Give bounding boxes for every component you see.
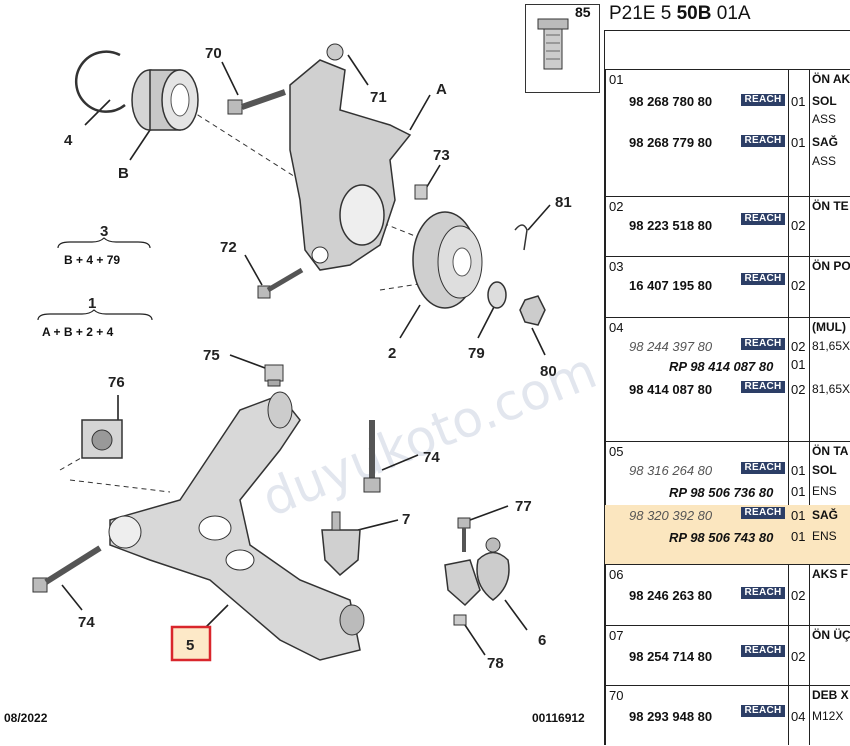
callout-75: 75	[203, 347, 220, 364]
nut-78-part	[453, 614, 467, 626]
bolt-77-part	[457, 517, 471, 552]
reach-badge: REACH	[741, 587, 785, 599]
control-arm-part	[109, 394, 361, 661]
split-pin-part	[514, 224, 528, 251]
reach-badge: REACH	[741, 94, 785, 106]
wheel-hub-part	[412, 211, 483, 309]
reach-badge: REACH	[741, 462, 785, 474]
callout-70: 70	[205, 45, 222, 62]
callout-78: 78	[487, 655, 504, 672]
bolt-70-part	[227, 89, 286, 115]
callout-80: 80	[540, 363, 557, 380]
part-85-label: 85	[575, 4, 591, 20]
reach-badge: REACH	[741, 645, 785, 657]
callout-72: 72	[220, 239, 237, 256]
callout-74-left: 74	[78, 614, 95, 631]
ball-joint-part	[444, 537, 510, 607]
svg-text:1: 1	[88, 295, 96, 312]
formula-1-expression: A + B + 2 + 4	[42, 325, 114, 339]
leader-lines	[61, 54, 551, 656]
formula-3: 3 B + 4 + 79	[57, 223, 151, 267]
wheel-bearing-part	[131, 69, 199, 131]
callout-5: 5	[186, 637, 194, 654]
parts-table: 01 ÖN AK 98 268 780 80 REACH 01 SOL ASS …	[604, 30, 850, 745]
rivet-nut-icon	[537, 18, 569, 70]
callout-81: 81	[555, 194, 572, 211]
hub-nut-80-part	[519, 295, 546, 326]
table-header	[605, 31, 850, 70]
formula-1: 1 A + B + 2 + 4	[37, 295, 153, 339]
catalog-code: P21E 5 50B 01A	[609, 3, 751, 24]
nut-71-part	[326, 43, 344, 61]
circlip-part	[74, 50, 126, 113]
reach-badge: REACH	[741, 705, 785, 717]
bolt-72-part	[257, 267, 304, 299]
table-row-highlighted[interactable]: 98 320 392 80 REACH 01 SAĞ RP 98 506 743…	[605, 505, 850, 565]
table-row[interactable]: 05 ÖN TA 98 316 264 80 REACH 01 SOL RP 9…	[605, 441, 850, 565]
callout-4: 4	[64, 132, 73, 149]
table-row[interactable]: 06 AKS F 98 246 263 80 REACH 02	[605, 564, 850, 626]
callout-2: 2	[388, 345, 396, 362]
callout-6: 6	[538, 632, 546, 649]
bushing-76-part	[81, 419, 123, 459]
table-row[interactable]: 01 ÖN AK 98 268 780 80 REACH 01 SOL ASS …	[605, 69, 850, 197]
table-row[interactable]: 02 ÖN TE 98 223 518 80 REACH 02	[605, 196, 850, 257]
svg-text:3: 3	[100, 223, 108, 240]
formula-3-expression: B + 4 + 79	[64, 253, 120, 267]
washer-79-part	[487, 281, 507, 309]
bolt-74-left-part	[32, 545, 102, 593]
callout-73: 73	[433, 147, 450, 164]
bushing-73-part	[414, 184, 428, 200]
reach-badge: REACH	[741, 213, 785, 225]
callout-a: A	[436, 81, 447, 98]
callout-7: 7	[402, 511, 410, 528]
table-row[interactable]: 03 ÖN PO 16 407 195 80 REACH 02	[605, 256, 850, 318]
exploded-parts-diagram: duyukoto.com	[4, 43, 604, 725]
callout-5-highlight	[170, 625, 212, 662]
callout-79: 79	[468, 345, 485, 362]
callout-74: 74	[423, 449, 440, 466]
callout-b: B	[118, 165, 129, 182]
reach-badge: REACH	[741, 338, 785, 350]
nut-75-part	[264, 364, 284, 387]
part-85-thumbnail	[525, 4, 600, 93]
reach-badge: REACH	[741, 273, 785, 285]
reach-badge: REACH	[741, 507, 785, 519]
reach-badge: REACH	[741, 381, 785, 393]
table-row[interactable]: 70 DEB X 98 293 948 80 REACH 04 M12X	[609, 688, 849, 724]
callout-77: 77	[515, 498, 532, 515]
diagram-reference: 00116912	[532, 711, 585, 725]
callout-71: 71	[370, 89, 387, 106]
table-row[interactable]: 07 ÖN ÜÇ 98 254 714 80 REACH 02	[605, 625, 850, 686]
table-row[interactable]: 04 (MUL) 98 244 397 80 REACH 02 81,65X R…	[605, 317, 850, 442]
reach-badge: REACH	[741, 135, 785, 147]
bushing-7-part	[321, 511, 361, 577]
callout-76: 76	[108, 374, 125, 391]
diagram-date: 08/2022	[4, 711, 48, 725]
bolt-74-part	[363, 420, 381, 493]
